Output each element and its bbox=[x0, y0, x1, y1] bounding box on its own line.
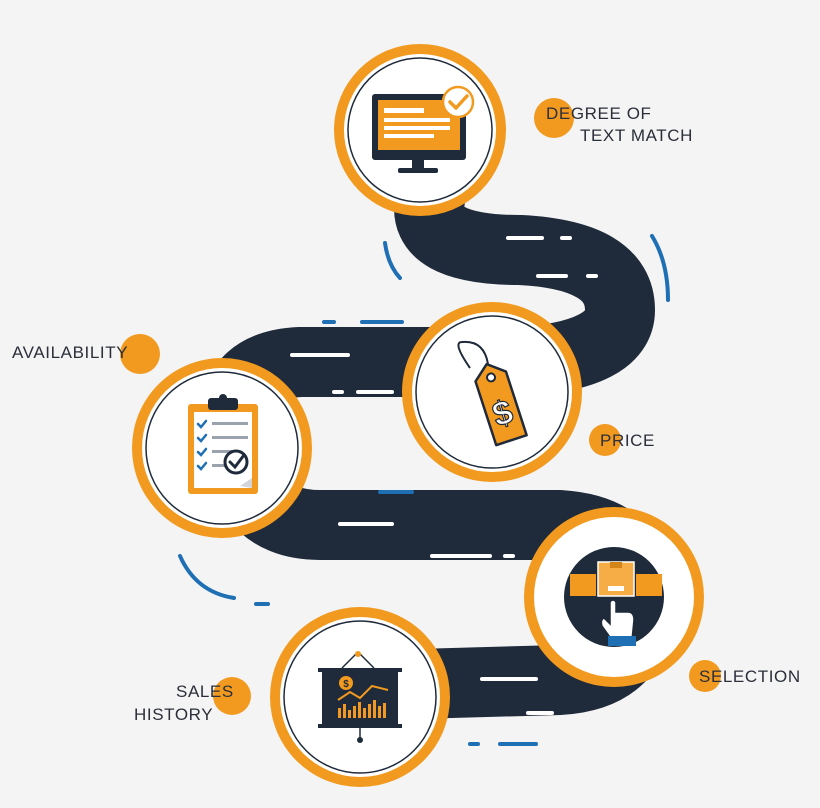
label-dot-availability bbox=[120, 334, 160, 374]
step-circle-text-match bbox=[334, 44, 506, 216]
sales-chart-board-icon: $ bbox=[318, 651, 402, 743]
road-lane-markings bbox=[290, 236, 598, 715]
label-availability: AVAILABILITY bbox=[12, 343, 129, 362]
boxes-hand-pointer-icon bbox=[570, 561, 662, 646]
svg-text:$: $ bbox=[343, 679, 349, 690]
step-circle-sales-history: $ bbox=[270, 607, 450, 787]
step-circle-selection bbox=[524, 507, 704, 687]
blue-decorative-dashes bbox=[178, 234, 670, 746]
label-degree-of: DEGREE OF bbox=[546, 104, 652, 123]
step-circle-availability bbox=[132, 358, 312, 538]
label-text-match: TEXT MATCH bbox=[580, 126, 694, 145]
step-circle-price: $ bbox=[402, 302, 582, 482]
label-dot-sales-history bbox=[213, 677, 251, 715]
label-dot-price bbox=[589, 424, 621, 456]
label-dot-selection bbox=[689, 660, 721, 692]
monitor-checkmark-icon bbox=[372, 85, 475, 173]
label-dot-text-match bbox=[534, 98, 574, 138]
label-selection: SELECTION bbox=[699, 667, 801, 686]
clipboard-checklist-icon bbox=[188, 394, 258, 494]
label-history: HISTORY bbox=[134, 705, 214, 724]
label-price: PRICE bbox=[600, 431, 655, 450]
price-tag-dollar-icon: $ bbox=[457, 340, 528, 447]
label-sales: SALES bbox=[176, 682, 234, 701]
